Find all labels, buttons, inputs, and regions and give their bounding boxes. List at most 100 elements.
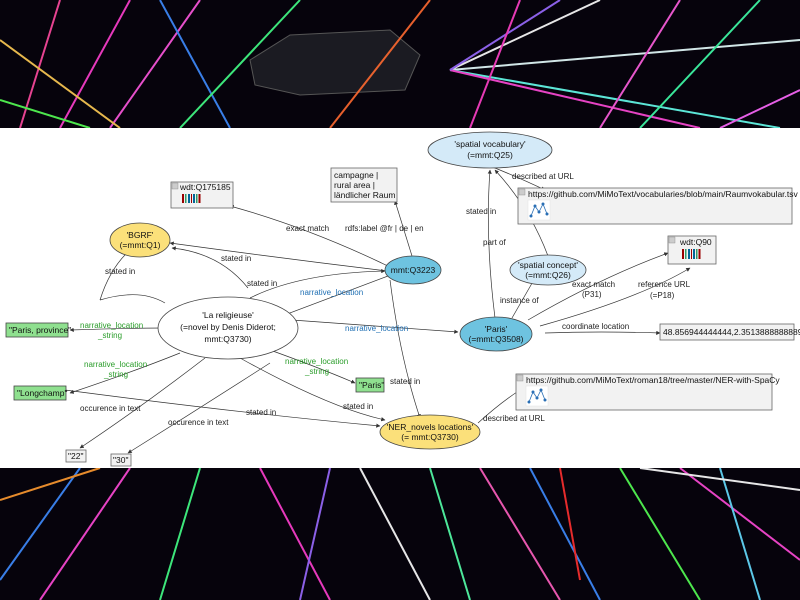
label-occ-text-2: occurence in text [168,418,229,427]
label-described-at-url-1: described at URL [512,172,574,181]
label-reference-url-2: (=P18) [650,291,675,300]
node-campagne-line3: ländlicher Raum [334,190,395,200]
node-bgrf-line2: (=mmt:Q1) [120,240,161,250]
label-nls-3b: _string [304,367,329,376]
node-longchamp[interactable]: "Longchamp" [13,385,67,401]
node-paris-province-text: "Paris, province" [9,325,71,335]
node-la-religieuse[interactable]: 'La religieuse' (=novel by Denis Diderot… [157,296,299,360]
node-spatial-concept-line1: 'spatial concept' [518,260,578,270]
node-paris-string-text: "Paris" [359,380,384,390]
label-stated-in-ner2: stated in [343,402,373,411]
edge-relig-nls-paris [269,349,356,384]
edge-paris-stated-vocab [487,169,496,319]
edge-relig-stated-bgrf [171,246,249,289]
edge-3223-stated-bgrf [169,241,388,272]
label-nls-2b: _string [103,370,128,379]
file-icon [668,236,676,244]
node-coordinates-text: 48.856944444444,2.3513888888889 [663,327,800,337]
node-wdt-q90-text: wdt:Q90 [679,237,712,247]
node-url-vocabulary[interactable]: https://github.com/MiMoText/vocabularies… [517,187,799,225]
node-campagne-line1: campagne | [334,170,378,180]
diagram-panel: described at URL stated in part of exact… [0,128,800,468]
edge-relig-occ-22 [79,357,206,449]
edge-paris-coord [544,330,661,335]
file-icon [171,182,179,190]
node-ner-novels-locations[interactable]: 'NER_novels locations' (= mmt:Q3730) [379,414,481,450]
label-stated-in-1: stated in [466,207,496,216]
node-la-religieuse-line1: 'La religieuse' [202,310,254,320]
node-mmt-q3223-line1: mmt:Q3223 [391,265,436,275]
node-spatial-concept-line2: (=mmt:Q26) [525,270,571,280]
node-30[interactable]: "30" [110,453,132,467]
label-nls-2a: narrative_location [84,360,147,369]
label-coordinate-location: coordinate location [562,322,629,331]
node-ner-line2: (= mmt:Q3730) [401,432,459,442]
label-instance-of: instance of [500,296,539,305]
edge-relig-narr-3223 [249,268,386,299]
label-stated-in-bgrf: stated in [221,254,251,263]
node-url-ner-text: https://github.com/MiMoText/roman18/tree… [526,375,780,385]
node-22-text: "22" [68,451,84,461]
label-part-of: part of [483,238,506,247]
wikidata-barcode-icon [682,249,701,259]
edge-longchamp-stated-ner [64,389,381,428]
label-reference-url-1: reference URL [638,280,691,289]
node-spatial-vocabulary[interactable]: 'spatial vocabulary' (=mmt:Q25) [427,131,553,169]
node-spatial-vocabulary-line2: (=mmt:Q25) [467,150,513,160]
edge-left-curve [99,294,166,304]
node-la-religieuse-line2: (=novel by Denis Diderot; [180,322,276,332]
file-icon [518,188,526,196]
edge-3223-stated-ner [389,279,421,419]
node-coordinates[interactable]: 48.856944444444,2.3513888888889 [659,323,800,341]
node-campagne[interactable]: campagne | rural area | ländlicher Raum [330,167,398,203]
edge-relig-nls-longchamp [69,352,181,394]
node-paris[interactable]: 'Paris' (=mmt:Q3508) [459,316,533,352]
label-rdfs-label: rdfs:label @fr | de | en [345,224,424,233]
node-campagne-line2: rural area | [334,180,375,190]
node-22[interactable]: "22" [65,449,87,463]
edge-3223-to-campagne [394,200,413,257]
node-la-religieuse-line3: mmt:Q3730) [204,334,251,344]
node-paris-string[interactable]: "Paris" [355,377,384,393]
label-nls-1b: _string [97,331,122,340]
edge-paris-instance-concept [511,277,536,319]
node-wdt-q175185-text: wdt:Q175185 [179,182,231,192]
node-url-vocabulary-text: https://github.com/MiMoText/vocabularies… [528,189,799,199]
label-exact-match-1: exact match [286,224,329,233]
node-url-ner[interactable]: https://github.com/MiMoText/roman18/tree… [515,373,780,411]
label-nls-1a: narrative_location [80,321,143,330]
label-occ-text-1: occurence in text [80,404,141,413]
wikidata-barcode-icon [182,194,201,203]
node-ner-line1: 'NER_novels locations' [387,422,474,432]
edge-paris-exact-wdt90 [527,252,669,321]
label-stated-in-left: stated in [105,267,135,276]
network-graph-icon [525,385,549,407]
edge-relig-occ-30 [127,362,271,454]
node-bgrf-line1: 'BGRF' [127,230,154,240]
edge-relig-narr-paris [291,319,459,334]
node-paris-line2: (=mmt:Q3508) [468,334,523,344]
node-bgrf[interactable]: 'BGRF' (=mmt:Q1) [109,222,171,258]
label-nls-3a: narrative_location [285,357,348,366]
label-narrative-location-2: narrative_location [345,324,408,333]
node-wdt-q175185[interactable]: wdt:Q175185 [170,181,234,209]
edge-paris-ref-wdt90 [539,267,691,327]
label-stated-in-ner1: stated in [390,377,420,386]
label-stated-in-bgrf2: stated in [247,279,277,288]
label-exact-match-p31-1: exact match [572,280,615,289]
network-graph-icon [527,199,551,221]
node-spatial-concept[interactable]: 'spatial concept' (=mmt:Q26) [509,254,587,286]
label-narrative-location-1: narrative_location [300,288,363,297]
edge-labels: described at URL stated in part of exact… [80,172,691,427]
file-icon [516,374,524,382]
node-mmt-q3223[interactable]: mmt:Q3223 [384,255,442,285]
label-stated-in-ner3: stated in [246,408,276,417]
label-described-at-url-2: described at URL [483,414,545,423]
node-wdt-q90[interactable]: wdt:Q90 [667,235,717,265]
label-exact-match-p31-2: (P31) [582,290,602,299]
node-paris-line1: 'Paris' [485,324,508,334]
node-spatial-vocabulary-line1: 'spatial vocabulary' [454,139,526,149]
knowledge-graph: described at URL stated in part of exact… [5,131,800,467]
node-paris-province[interactable]: "Paris, province" [5,322,71,338]
edge-3223-to-wdt175185 [229,204,393,269]
